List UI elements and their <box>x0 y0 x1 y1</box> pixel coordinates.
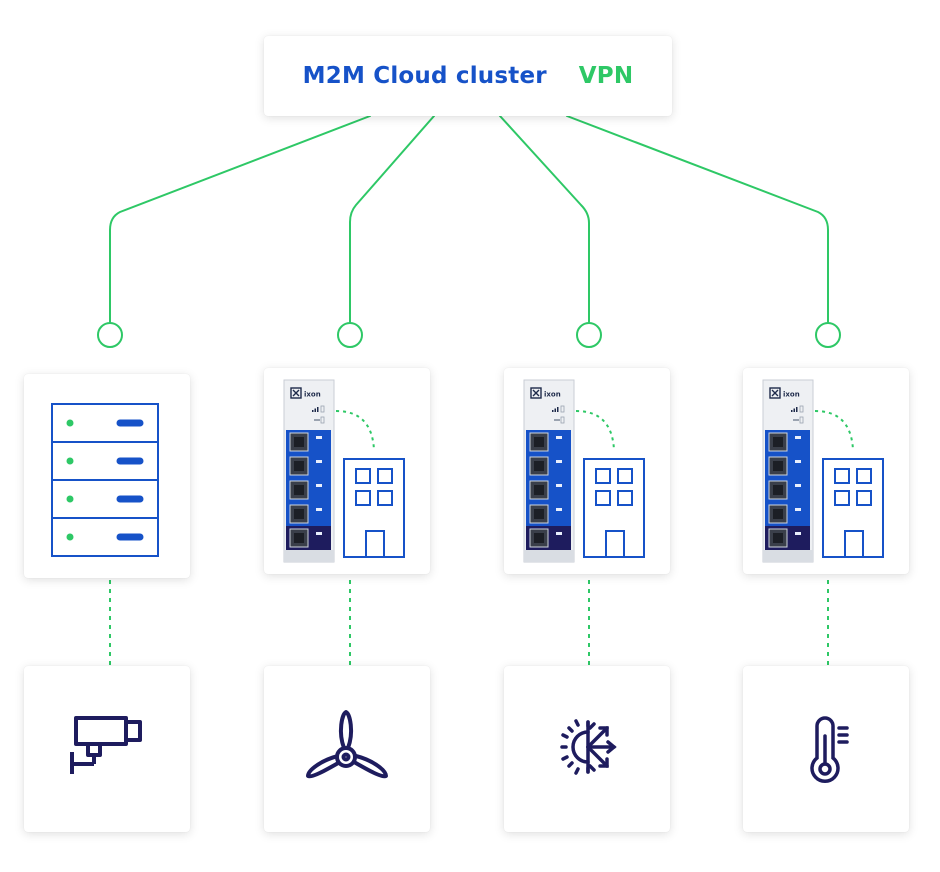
signal-indicator-icon <box>552 405 565 424</box>
building-icon <box>583 458 645 558</box>
router-card-3: ixon <box>743 368 909 574</box>
router-card-1: ixon <box>264 368 430 574</box>
machine-card-camera <box>24 666 190 832</box>
building-icon <box>343 458 405 558</box>
router-illustration-3: ixon <box>762 379 884 563</box>
cloud-cluster-card: M2M Cloud cluster VPN <box>264 36 672 116</box>
node-circle-4 <box>815 322 841 348</box>
vpn-link-3 <box>499 115 590 323</box>
signal-indicator-icon <box>791 405 804 424</box>
router-illustration-2: ixon <box>523 379 645 563</box>
router-brand-label: ixon <box>544 391 561 399</box>
machine-card-thermometer <box>743 666 909 832</box>
server-rack-icon <box>51 403 159 557</box>
ixon-logo-icon: ixon <box>769 387 800 399</box>
ixon-logo-icon: ixon <box>290 387 321 399</box>
server-card <box>24 374 190 578</box>
vpn-label: VPN <box>578 63 634 89</box>
wind-turbine-icon <box>306 710 388 779</box>
building-icon <box>822 458 884 558</box>
climate-control-icon <box>560 719 617 775</box>
node-circle-2 <box>337 322 363 348</box>
vpn-link-4 <box>566 115 829 323</box>
node-circle-1 <box>97 322 123 348</box>
router-illustration-1: ixon <box>283 379 405 563</box>
machine-card-climate <box>504 666 670 832</box>
router-card-2: ixon <box>504 368 670 574</box>
vpn-link-1 <box>109 115 371 323</box>
node-circle-3 <box>576 322 602 348</box>
ixon-logo-icon: ixon <box>530 387 561 399</box>
thermometer-icon <box>810 716 849 783</box>
machine-card-turbine <box>264 666 430 832</box>
vpn-link-2 <box>349 115 435 323</box>
router-brand-label: ixon <box>783 391 800 399</box>
cloud-cluster-title: M2M Cloud cluster <box>302 63 547 89</box>
router-brand-label: ixon <box>304 391 321 399</box>
security-camera-icon <box>70 716 142 774</box>
signal-indicator-icon <box>312 405 325 424</box>
